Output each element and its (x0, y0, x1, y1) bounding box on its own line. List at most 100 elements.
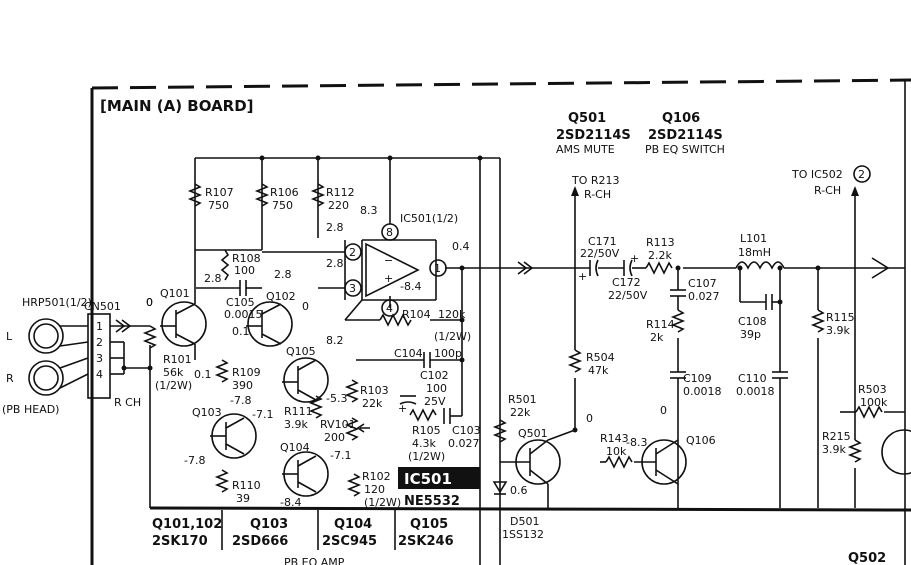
c102-value: 100 (426, 382, 447, 395)
volt-0-1-a: 0.1 (232, 325, 250, 338)
resistor-r115-symbol (810, 309, 826, 333)
c110-name: C110 (738, 372, 767, 385)
r109-name: R109 (232, 366, 261, 379)
svg-text:2SD2114S: 2SD2114S (648, 128, 723, 143)
hrp501-head-r (28, 360, 64, 396)
connector-wires (59, 319, 153, 389)
transistor-q106-symbol (600, 439, 687, 485)
c105-value: 0.0015 (224, 308, 263, 321)
volt-2-8-d: 2.8 (326, 257, 344, 270)
footer-q105: Q105 (410, 517, 448, 532)
transistor-q105-symbol (282, 357, 329, 403)
c107-name: C107 (688, 277, 717, 290)
volt-q102: 0 (302, 300, 309, 313)
volt-2-8-a: 2.8 (204, 272, 222, 285)
svg-text:2SD2114S: 2SD2114S (556, 128, 631, 143)
resistor-r113-symbol (645, 261, 673, 275)
r104-name: R104 (402, 308, 431, 321)
volt-neg-8-4-b: -8.4 (280, 496, 301, 509)
ic501-label: IC501(1/2) (400, 212, 458, 225)
supply-rails (149, 155, 501, 565)
c102-plus: + (398, 402, 407, 415)
cn501-pin-2: 2 (96, 336, 103, 349)
ic-pin-4 (381, 299, 399, 317)
q106-label: Q106 (686, 434, 716, 447)
resistor-rv101-symbol (344, 417, 370, 441)
svg-text:Q501: Q501 (568, 111, 606, 126)
r108-name: R108 (232, 252, 261, 265)
to-ic502-num: 2 (858, 168, 865, 181)
footer-pb-eq-amp: PB EQ AMP (284, 556, 345, 565)
ic-pin-3-num: 3 (349, 282, 356, 295)
header-q106: Q106 2SD2114S PB EQ SWITCH (645, 111, 725, 156)
capacitor-c103-symbol (443, 408, 462, 424)
head-l-label: L (6, 330, 13, 343)
r114-name: R114 (646, 318, 675, 331)
resistor-r105-symbol (409, 408, 437, 422)
r101-name: R101 (163, 353, 192, 366)
resistor-r109-symbol (214, 359, 230, 383)
svg-text:Q106: Q106 (662, 111, 700, 126)
inductor-l101-symbol (735, 261, 785, 270)
diode-d501-symbol (492, 481, 508, 495)
r111-name: R111 (284, 405, 313, 418)
resistor-r111-symbol (308, 395, 324, 419)
board-title: [MAIN (A) BOARD] (100, 97, 254, 115)
c105-name: C105 (226, 296, 255, 309)
r106-value: 750 (272, 199, 293, 212)
resistor-r106-symbol (254, 183, 270, 207)
volt-q101-top: 0 (146, 296, 153, 309)
footer-2sd666: 2SD666 (232, 534, 288, 549)
r110-name: R110 (232, 479, 261, 492)
capacitor-c105-symbol (196, 280, 262, 296)
head-r-label: R (6, 372, 14, 385)
r115-value: 3.9k (826, 324, 850, 337)
svg-text:PB EQ SWITCH: PB EQ SWITCH (645, 143, 725, 156)
d501-model: 1SS132 (502, 528, 544, 541)
c171-plus: + (578, 270, 587, 283)
volt-0-1-b: 0.1 (194, 368, 212, 381)
r108-value: 100 (234, 264, 255, 277)
capacitor-c102-symbol (399, 395, 417, 405)
r504-name: R504 (586, 351, 615, 364)
cn501-box (87, 313, 111, 399)
r101-value: 56k (163, 366, 184, 379)
rch-label: R CH (114, 396, 141, 409)
volt-neg-7-8-a: -7.8 (230, 394, 251, 407)
footer-grid (221, 510, 396, 550)
cn501-pin-4: 4 (96, 368, 103, 381)
r107-value: 750 (208, 199, 229, 212)
c108-name: C108 (738, 315, 767, 328)
c103-value: 0.027 (448, 437, 480, 450)
ic-pin-3 (344, 279, 362, 297)
r105-rating: (1/2W) (408, 450, 445, 463)
q102-label: Q102 (266, 290, 296, 303)
volt-2-8-b: 2.8 (274, 268, 292, 281)
r215-name: R215 (822, 430, 851, 443)
r106-name: R106 (270, 186, 299, 199)
transistor-q103-symbol (210, 413, 257, 459)
r112-value: 220 (328, 199, 349, 212)
footer-2sc945: 2SC945 (322, 534, 377, 549)
volt-q501: 0 (586, 412, 593, 425)
r103-name: R103 (360, 384, 389, 397)
r104-rating: (1/2W) (434, 330, 471, 343)
c109-value: 0.0018 (683, 385, 722, 398)
volt-neg-8-3-b: -8.3 (626, 436, 647, 449)
rv101-name: RV101 (320, 418, 356, 431)
ic501-box (398, 467, 480, 489)
r503-name: R503 (858, 383, 887, 396)
ic502-marker (853, 165, 871, 183)
resistor-r143-symbol (605, 455, 633, 469)
resistor-r107-symbol (187, 183, 203, 207)
rv101-value: 200 (324, 431, 345, 444)
resistor-r103-symbol (344, 379, 360, 403)
r501-name: R501 (508, 393, 537, 406)
resistor-r504-symbol (567, 349, 583, 373)
q501-label: Q501 (518, 427, 548, 440)
r503-value: 100k (860, 396, 888, 409)
header-q501: Q501 2SD2114S AMS MUTE (556, 111, 631, 156)
hrp501-head-l (28, 318, 64, 354)
r504-value: 47k (588, 364, 609, 377)
